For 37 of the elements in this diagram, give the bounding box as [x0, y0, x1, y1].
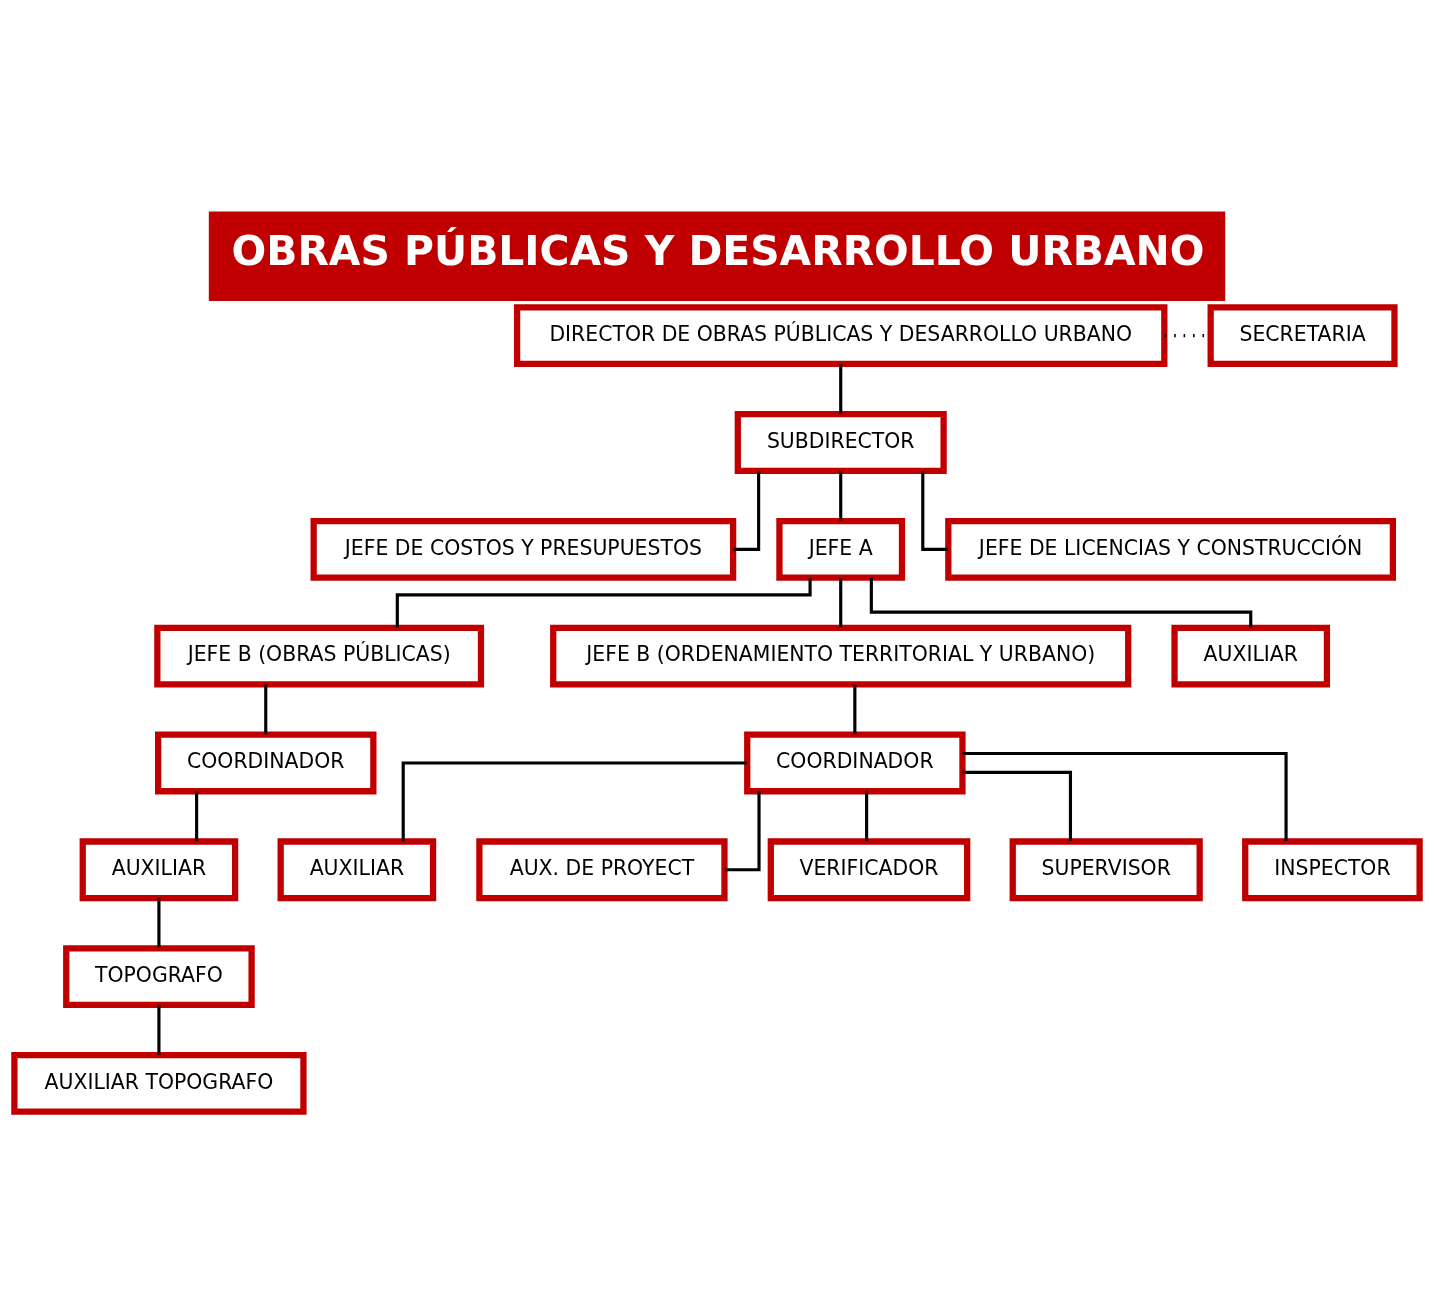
connector — [724, 791, 761, 871]
node-box: VERIFICADOR — [767, 837, 971, 901]
connector — [865, 791, 869, 841]
node-box: SECRETARIA — [1207, 303, 1398, 367]
connector — [157, 897, 161, 948]
connector — [839, 577, 843, 627]
node-box: TOPOGRAFO — [63, 944, 255, 1008]
node-box: COORDINADOR — [155, 731, 377, 794]
node-box: AUXILIAR — [1171, 624, 1331, 688]
node-box: AUXILIAR — [277, 837, 437, 901]
connector — [869, 577, 1253, 628]
connector — [395, 577, 812, 628]
node-box: JEFE DE COSTOS Y PRESUPUESTOS — [310, 517, 737, 581]
node-box: JEFE B (ORDENAMIENTO TERRITORIAL Y URBANO) — [550, 624, 1132, 688]
diagram-title: OBRAS PÚBLICAS Y DESARROLLO URBANO — [231, 226, 1205, 275]
node-box: JEFE A — [776, 517, 906, 581]
node-box: SUPERVISOR — [1009, 837, 1203, 901]
connector — [839, 363, 843, 414]
node-box: DIRECTOR DE OBRAS PÚBLICAS Y DESARROLLO URBANO — [513, 303, 1168, 367]
node-box: INSPECTOR — [1242, 837, 1423, 901]
connector — [853, 684, 857, 734]
node-box: COORDINADOR — [744, 731, 966, 794]
connector — [195, 791, 199, 841]
node-box: SUBDIRECTOR — [734, 410, 947, 474]
connector — [921, 470, 948, 551]
connector — [401, 760, 747, 841]
node-box: AUXILIAR TOPOGRAFO — [11, 1051, 307, 1115]
node-box: JEFE DE LICENCIAS Y CONSTRUCCIÓN — [945, 517, 1397, 581]
node-box: AUXILIAR — [79, 837, 239, 901]
connector — [962, 751, 1288, 841]
connector — [733, 470, 761, 551]
node-box: AUX. DE PROYECT — [476, 837, 728, 901]
connector — [157, 1004, 161, 1055]
connector — [264, 684, 268, 734]
connector — [839, 470, 843, 521]
node-box: JEFE B (OBRAS PÚBLICAS) — [154, 624, 485, 688]
connector — [962, 770, 1073, 841]
